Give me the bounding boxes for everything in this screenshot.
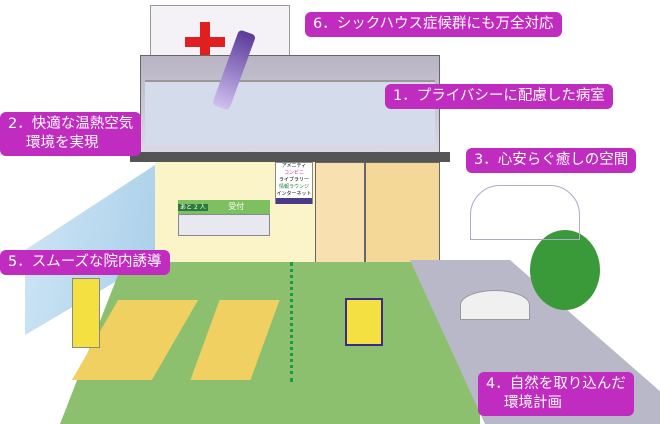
label-thermal-environment: 2．快適な温熱空気環境を実現 [0,112,142,156]
reception-counter [178,214,270,236]
info-kiosk [345,298,383,346]
tree [530,230,600,310]
label-sick-house: 6．シックハウス症候群にも万全対応 [305,12,562,37]
queue-display: あと 2 人 [178,204,208,211]
floor-slab [130,152,450,162]
label-healing-space: 3．心安らぐ癒しの空間 [466,148,637,173]
label-privacy-ward: 1．プライバシーに配慮した病室 [385,84,613,109]
reception-label: 受付 [228,202,245,211]
directory-sign: アメニティ コンビニ ライブラリー 情報ラウンジ インターネット [275,162,313,204]
label-smooth-guidance: 5．スムーズな院内誘導 [0,250,170,275]
guide-line [290,262,293,382]
umbrella [460,290,530,320]
red-cross-icon [185,22,225,62]
label-nature-plan: 4．自然を取り込んだ環境計画 [478,372,634,416]
kitchen-room [365,162,440,272]
gazebo [470,185,580,240]
smoking-room [315,162,365,272]
ticket-machine [72,278,100,348]
reception-sign: あと 2 人 受付 [178,200,270,214]
